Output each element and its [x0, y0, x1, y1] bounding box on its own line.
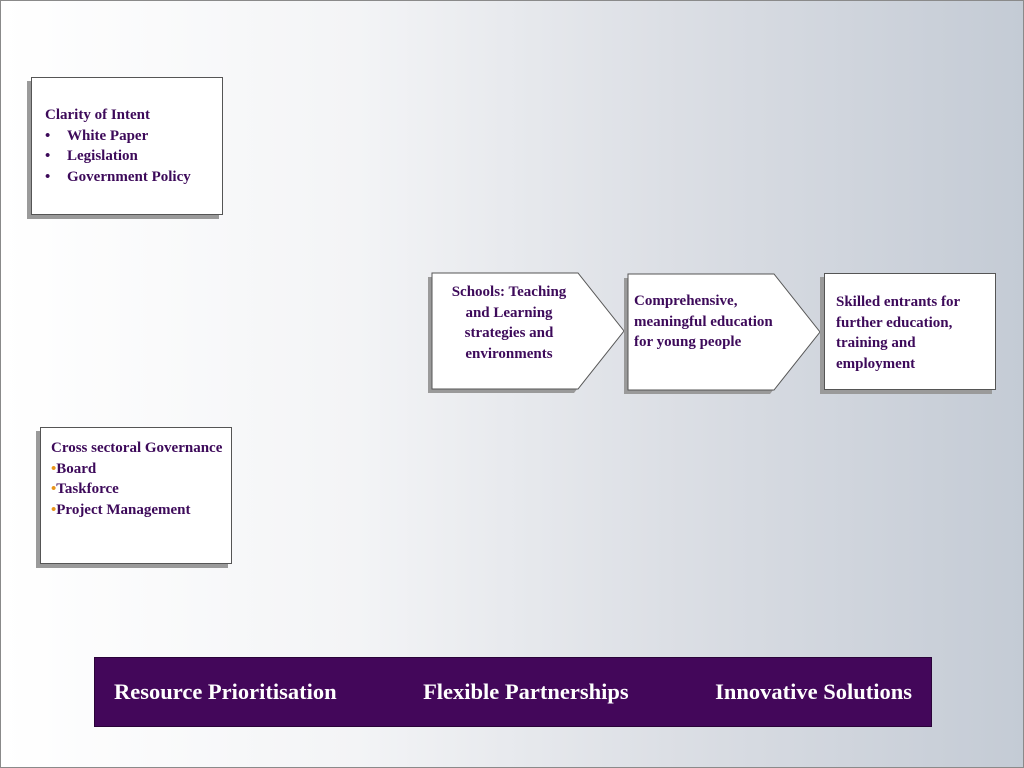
list-item: Board [51, 459, 223, 480]
banner-item-flexible-partnerships: Flexible Partnerships [423, 679, 629, 704]
outcome-box: Skilled entrants for further education, … [824, 273, 996, 390]
schools-arrow-shape: Schools: Teaching and Learning strategie… [428, 272, 625, 393]
list-item: White Paper [45, 126, 212, 147]
principles-banner: Resource Prioritisation Flexible Partner… [94, 657, 932, 727]
list-item: Legislation [45, 146, 212, 167]
list-item: Taskforce [51, 479, 223, 500]
chevron-arrow-icon [428, 272, 625, 393]
list-item: Government Policy [45, 167, 212, 188]
clarity-of-intent-box: Clarity of Intent White Paper Legislatio… [31, 77, 223, 215]
schools-arrow-label: Schools: Teaching and Learning strategie… [451, 284, 567, 362]
education-arrow-label: Comprehensive, meaningful education for … [634, 293, 773, 350]
governance-box: Cross sectoral Governance Board Taskforc… [40, 427, 232, 564]
banner-item-resource-prioritisation: Resource Prioritisation [114, 679, 337, 704]
outcome-label: Skilled entrants for further education, … [836, 294, 960, 372]
list-item: Project Management [51, 500, 223, 521]
governance-list: Board Taskforce Project Management [51, 459, 223, 521]
education-arrow-shape: Comprehensive, meaningful education for … [624, 273, 821, 394]
clarity-of-intent-list: White Paper Legislation Government Polic… [45, 126, 212, 188]
clarity-of-intent-title: Clarity of Intent [45, 107, 150, 123]
banner-item-innovative-solutions: Innovative Solutions [715, 679, 912, 704]
chevron-arrow-icon [624, 273, 821, 394]
governance-title: Cross sectoral Governance [51, 440, 223, 456]
